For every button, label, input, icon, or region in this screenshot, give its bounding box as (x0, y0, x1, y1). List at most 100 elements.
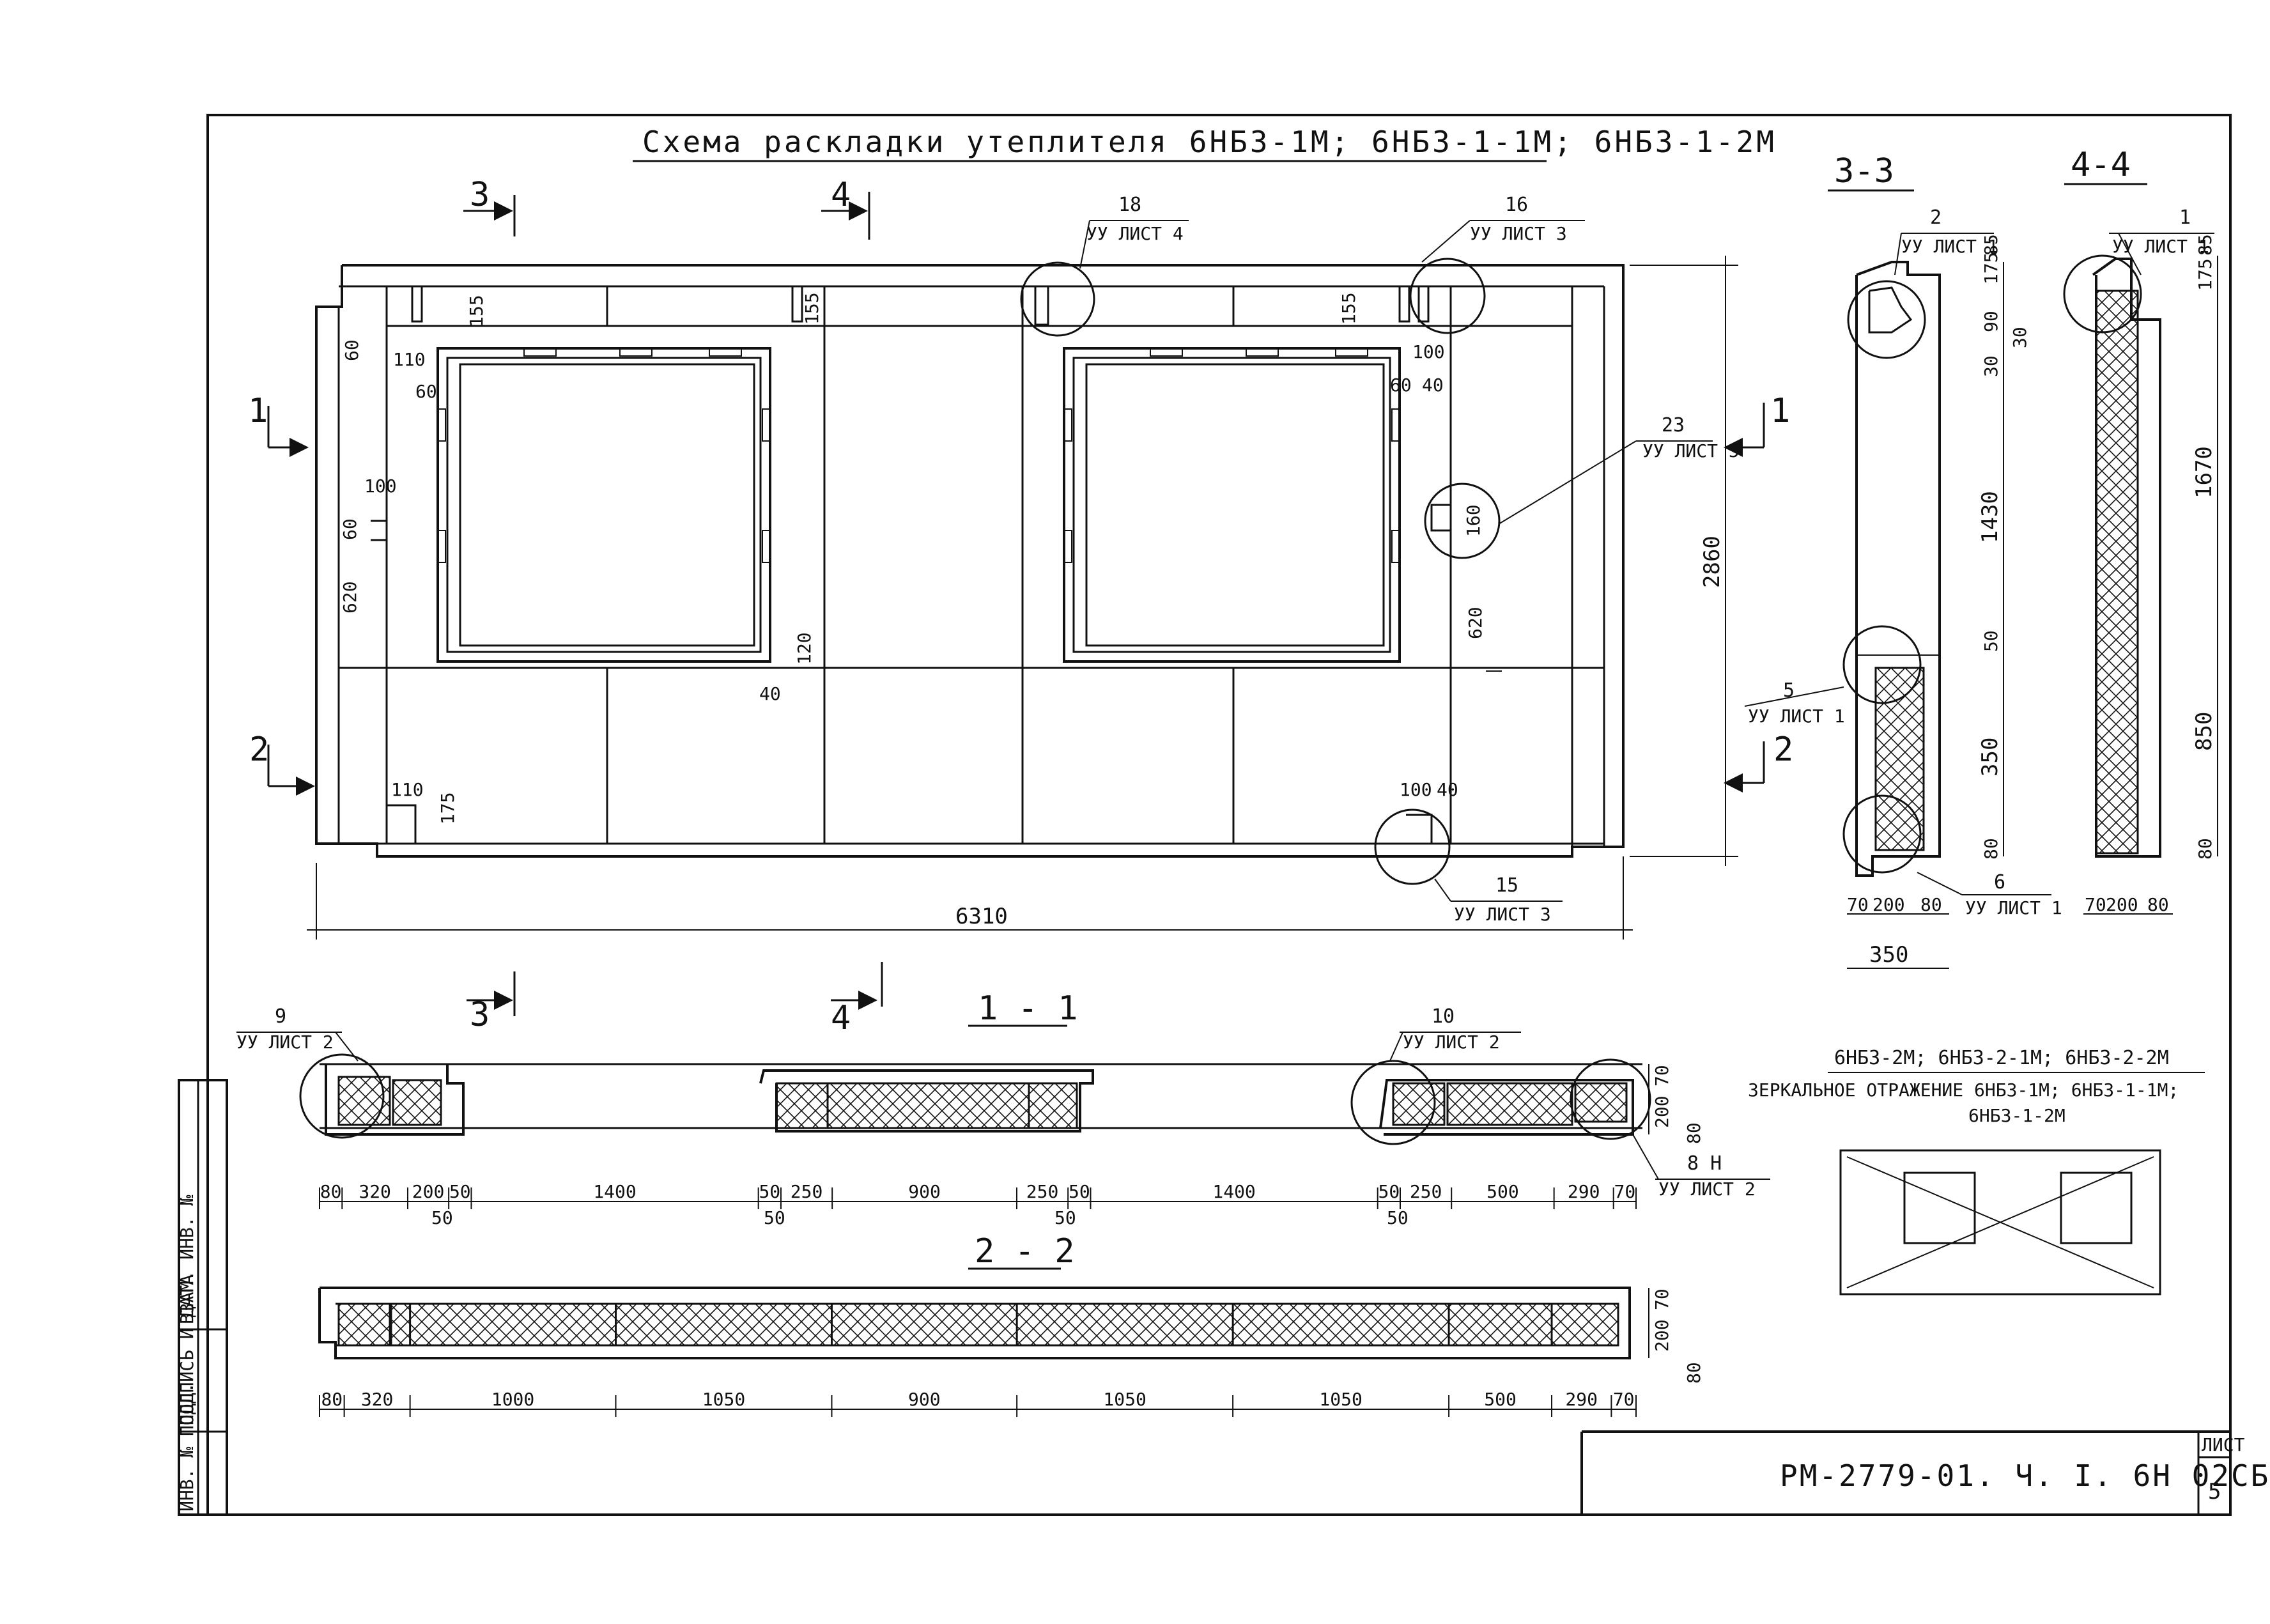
dim-label: 200 (412, 1181, 445, 1202)
plan-callouts: 18 УУ ЛИСТ 4 16 УУ ЛИСТ 3 23 УУ ЛИСТ 5 1… (1079, 194, 1740, 925)
callout-2-sheet: УУ ЛИСТ 1 (1901, 236, 1998, 257)
s33-dim-30a: 30 (2009, 327, 2030, 348)
side-stamp-swap: ВЗАМ. ИНВ. № (176, 1195, 197, 1324)
dim-label: 500 (1484, 1389, 1517, 1410)
section-3-3: 3-3 175 85 90 30 30 1430 50 350 80 70 20… (1744, 152, 2062, 969)
cut-mark-3: 3 (470, 176, 490, 214)
dim-label: 250 (1410, 1181, 1442, 1202)
s11-right-80: 80 (1683, 1122, 1704, 1144)
dim-label: 1050 (1319, 1389, 1362, 1410)
side-stamp: ИНВ. № ПОДЛ. ПОДПИСЬ И ДАТА ВЗАМ. ИНВ. № (176, 1195, 197, 1512)
s33-dim-1430: 1430 (1977, 491, 2003, 543)
plan-dim-155b: 155 (801, 292, 822, 325)
stamp-sheet-number: 5 (2208, 1479, 2221, 1504)
mirror-note-line1: 6НБ3-2М; 6НБ3-2-1М; 6НБ3-2-2М (1834, 1047, 2169, 1069)
callout-16-num: 16 (1505, 194, 1528, 216)
plan-dim-620a: 620 (339, 581, 360, 614)
cut-mark-1: 1 (248, 392, 268, 430)
dim-label: 900 (908, 1181, 941, 1202)
cut-mark-4: 4 (831, 176, 851, 214)
s22-right-200: 200 (1651, 1319, 1672, 1352)
dim-label: 70 (1613, 1389, 1635, 1410)
s22-joints (409, 1304, 1553, 1345)
side-stamp-sign: ПОДПИСЬ И ДАТА (176, 1274, 197, 1425)
cut-mark-2-right: 2 (1773, 731, 1793, 769)
section-4-4-label: 4-4 (2071, 146, 2131, 184)
section-3-3-label: 3-3 (1834, 152, 1894, 190)
plan-dim-620b: 620 (1465, 607, 1486, 639)
section-2-2: 2 - 2 70 200 80 (318, 1232, 1704, 1410)
callout-23-sheet: УУ ЛИСТ 5 (1642, 440, 1740, 461)
plan-callout-circle-16 (1409, 258, 1486, 334)
plan-dim-60b: 60 (415, 381, 437, 402)
s44-dim-h200: 200 (2106, 894, 2138, 915)
s11-sub-50a: 50 (431, 1207, 453, 1228)
dim-label: 1400 (593, 1181, 636, 1202)
s33-dim-h80: 80 (1920, 894, 1942, 915)
callout-18-sheet: УУ ЛИСТ 4 (1086, 223, 1184, 244)
callout-2-num: 2 (1930, 206, 1942, 229)
cut-mark-3-lower: 3 (470, 996, 490, 1034)
cut-mark-4-lower: 4 (831, 999, 851, 1037)
side-stamp-inv: ИНВ. № ПОДЛ. (176, 1382, 197, 1512)
dim-label: 250 (791, 1181, 823, 1202)
s33-dim-h70: 70 (1847, 894, 1869, 915)
callout-1-sheet: УУ ЛИСТ 1 (2112, 236, 2209, 257)
s44-dim-850: 850 (2191, 712, 2217, 751)
plan-dim-120: 120 (794, 632, 815, 665)
mirror-note: 6НБ3-2М; 6НБ3-2-1М; 6НБ3-2-2М ЗЕРКАЛЬНОЕ… (1748, 1047, 2205, 1295)
s33-dim-90: 90 (1980, 311, 2002, 332)
plan-dimensions: 6310 2860 155 155 155 60 110 60 100 60 6… (307, 256, 1738, 940)
dim-label: 50 (759, 1181, 780, 1202)
plan-callout-circle-18 (1020, 261, 1095, 337)
s33-dim-30b: 30 (1980, 355, 2002, 377)
dim-label: 50 (1069, 1181, 1090, 1202)
plan-dim-110a: 110 (393, 349, 426, 370)
callout-15-num: 15 (1495, 874, 1518, 897)
section-1-1: 1 - 1 9 УУ ЛИСТ 2 10 УУ ЛИСТ 2 8 Н УУ ЛИ… (236, 989, 1770, 1228)
dim-label: 1050 (702, 1389, 745, 1410)
plan-dim-100a: 100 (364, 476, 397, 497)
section-1-1-label: 1 - 1 (978, 989, 1078, 1028)
dim-label: 70 (1614, 1181, 1635, 1202)
dim-label: 80 (320, 1181, 342, 1202)
s44-dim-h80: 80 (2147, 894, 2169, 915)
plan-callout-circle-15 (1374, 808, 1451, 885)
dim-label: 290 (1565, 1389, 1598, 1410)
stamp-sheet-label: ЛИСТ (2202, 1434, 2245, 1455)
callout-5-num: 5 (1783, 679, 1795, 702)
dim-label: 500 (1486, 1181, 1519, 1202)
callout-10-sheet: УУ ЛИСТ 2 (1403, 1032, 1500, 1053)
mirror-note-line3: 6НБ3-1-2М (1968, 1105, 2065, 1126)
callout-23-num: 23 (1662, 414, 1685, 437)
s11-sub-50d: 50 (1387, 1207, 1409, 1228)
plan-dim-40a: 40 (759, 683, 781, 704)
plan-dim-60a: 60 (341, 339, 362, 361)
plan-callout-circle-23 (1424, 483, 1501, 559)
s33-dim-85: 85 (1980, 234, 2002, 256)
s22-right-70: 70 (1651, 1288, 1672, 1310)
callout-18-num: 18 (1118, 194, 1141, 216)
s11-right-200: 200 (1651, 1095, 1672, 1128)
plan-dim-height: 2860 (1699, 536, 1725, 588)
stamp-code: РМ-2779-01. Ч. I. 6Н 02СБ. (1780, 1458, 2270, 1493)
dim-label: 320 (361, 1389, 394, 1410)
s33-dim-h350: 350 (1869, 942, 1908, 968)
callout-8-num: 8 Н (1687, 1152, 1722, 1175)
sheet-frame (178, 114, 2232, 1516)
cut-mark-2: 2 (249, 731, 269, 769)
plan-dim-width: 6310 (955, 904, 1008, 929)
plan-dim-100c: 100 (1400, 779, 1432, 800)
plan-dim-60d: 60 (1390, 375, 1412, 396)
callout-6-sheet: УУ ЛИСТ 1 (1965, 897, 2062, 918)
callout-10-num: 10 (1432, 1005, 1455, 1028)
drawing-title: Схема раскладки утеплителя 6НБ3-1М; 6НБ3… (642, 125, 1777, 159)
plan-dim-60c: 60 (339, 518, 360, 540)
cut-mark-1-right: 1 (1770, 392, 1790, 430)
section-cut-marks: 3 4 1 2 1 2 3 4 (248, 176, 1793, 1037)
s22-right-80: 80 (1683, 1362, 1704, 1384)
s44-dim-1670: 1670 (2191, 446, 2217, 499)
